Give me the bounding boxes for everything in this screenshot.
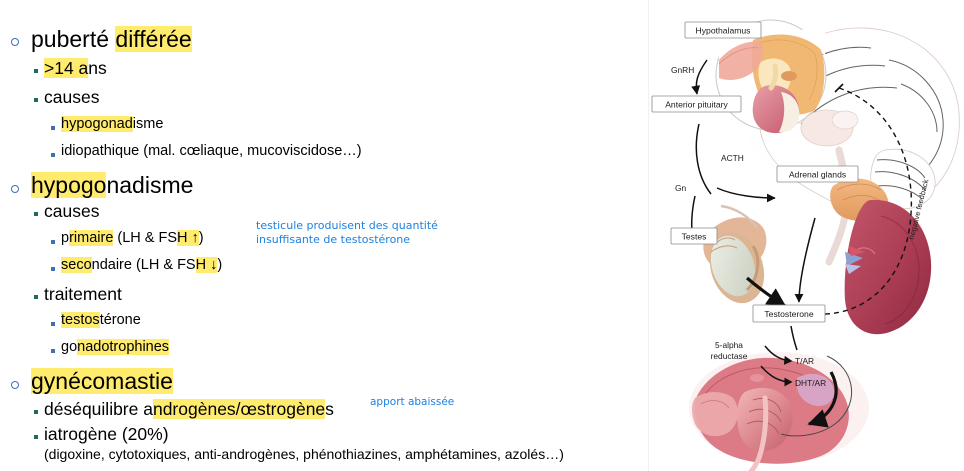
list-item-testosterone: testostérone — [61, 312, 141, 328]
feedback-inhibit-bar — [834, 83, 844, 93]
heading-hypogonadisme: hypogonadisme — [31, 172, 194, 198]
item-desequilibre-tail: s — [325, 399, 334, 419]
outline-content: puberté différée >14 ans causes hypogona… — [11, 26, 564, 462]
list-item-causes-1: causes — [44, 87, 100, 107]
list-item-gonadotrophines: gonadotrophines — [61, 339, 170, 355]
bullet-level3-marker — [51, 153, 55, 157]
bullet-level3-marker — [51, 349, 55, 353]
kidney-adrenal-illustration — [830, 178, 932, 335]
list-item-primaire: primaire (LH & FSH ↑) — [61, 230, 204, 246]
label-t-ar: T/AR — [795, 356, 814, 366]
heading-gynecomastie: gynécomastie — [31, 368, 173, 394]
item-desequilibre-highlight: ndrogènes/œstrogène — [152, 399, 326, 419]
heading-puberte-differee: puberté différée — [31, 26, 192, 52]
item-hypogonad-plain: isme — [132, 116, 164, 132]
list-item-secondaire: secondaire (LH & FSH ↓) — [61, 257, 223, 273]
heading-differee-highlight: différée — [115, 26, 192, 52]
heading-hypogo-highlight: hypogo — [31, 172, 107, 198]
arrow-pituitary-down — [695, 123, 712, 195]
item-hypogonad-highlight: hypogonad — [61, 116, 133, 132]
item-gonadotrophines-highlight: nadotrophines — [77, 339, 170, 355]
hpg-axis-diagram: Hypothalamus GnRH Anterior pituitary ACT… — [648, 0, 964, 471]
label-5alpha-line1: 5-alpha — [715, 340, 743, 350]
item-secondaire-lhfsh: ndaire (LH & FS — [91, 257, 196, 273]
label-testosterone-text: Testosterone — [764, 309, 813, 319]
arrow-testosterone-down — [790, 325, 798, 351]
item-secondaire-arrow-highlight: H ↓ — [195, 257, 218, 273]
arrow-5alpha-dhtar — [760, 365, 793, 387]
list-item-causes-2: causes — [44, 201, 100, 221]
item-14ans-highlight: >14 a — [44, 58, 89, 78]
bullet-level1-marker — [11, 185, 19, 193]
bullet-level3-marker — [51, 126, 55, 130]
bullet-level2-marker — [34, 295, 38, 299]
testis-illustration — [703, 204, 767, 304]
label-testes-text: Testes — [682, 232, 707, 242]
list-item-idiopathique: idiopathique (mal. cœliaque, mucoviscido… — [61, 143, 362, 159]
item-gonadotrophines-go: go — [61, 339, 78, 355]
prostate-illustration — [689, 352, 869, 471]
arrow-5alpha-tar — [764, 345, 793, 365]
item-testosterone-highlight: testos — [61, 312, 100, 328]
diagram-label-adrenal-glands: Adrenal glands — [776, 165, 859, 183]
item-primaire-arrow-highlight: H ↑ — [177, 230, 199, 246]
bullet-level2-marker — [34, 69, 38, 73]
label-gn: Gn — [675, 183, 687, 193]
diagram-label-anterior-pituitary: Anterior pituitary — [651, 95, 742, 113]
item-primaire-highlight: rimaire — [69, 230, 114, 246]
arrow-tar-prostate — [780, 355, 852, 437]
item-14ans-plain: ns — [88, 58, 107, 78]
bullet-level2-marker — [34, 435, 38, 439]
list-item-iatrogene: iatrogène (20%) — [44, 424, 169, 444]
item-desequilibre-plain: déséquilibre a — [44, 399, 153, 419]
item-primaire-close: ) — [198, 230, 204, 246]
label-anterior-pituitary-text: Anterior pituitary — [665, 100, 728, 110]
item-testosterone-plain: térone — [99, 312, 141, 328]
arrow-gnrh — [691, 59, 708, 95]
item-primaire-lhfsh: (LH & FS — [113, 230, 178, 246]
bullet-level3-marker — [51, 322, 55, 326]
list-item-traitement: traitement — [44, 284, 122, 304]
label-adrenal-glands-text: Adrenal glands — [789, 170, 846, 180]
arrow-dht-prostate — [807, 371, 838, 428]
list-item-desequilibre: déséquilibre androgènes/œstrogènes — [44, 399, 334, 419]
label-gnrh: GnRH — [671, 65, 694, 75]
arrow-testis-testosterone — [745, 276, 787, 308]
bullet-level2-marker — [34, 212, 38, 216]
bullet-level2-marker — [34, 410, 38, 414]
diagram-label-hypothalamus: Hypothalamus — [684, 21, 762, 39]
arrow-acth — [716, 187, 776, 203]
item-secondaire-close: ) — [217, 257, 223, 273]
heading-puberte-plain: puberté — [31, 26, 116, 52]
bullet-level1-marker — [11, 381, 19, 389]
drug-list-text: (digoxine, cytotoxiques, anti-androgènes… — [44, 446, 564, 462]
bullet-level3-marker — [51, 267, 55, 271]
item-primaire-p: p — [61, 230, 70, 246]
label-5alpha-line2: reductase — [711, 351, 748, 361]
diagram-label-testes: Testes — [670, 227, 718, 245]
diagram-label-testosterone: Testosterone — [752, 304, 826, 323]
label-acth: ACTH — [721, 153, 744, 163]
list-item-14ans: >14 ans — [44, 58, 107, 78]
arrow-adrenal-testosterone — [794, 217, 816, 303]
item-secondaire-highlight: seco — [61, 257, 92, 273]
heading-gynecomastie-highlight: gynécomastie — [31, 368, 173, 394]
annotation-testicule: testicule produisent des quantité insuff… — [256, 219, 438, 246]
bullet-level3-marker — [51, 240, 55, 244]
bullet-level2-marker — [34, 98, 38, 102]
pituitary-zoom-circle — [715, 19, 827, 134]
heading-nadisme-plain: nadisme — [106, 172, 194, 198]
label-dht-ar: DHT/AR — [795, 378, 826, 388]
list-item-hypogonadisme: hypogonadisme — [61, 116, 164, 132]
annotation-apport: apport abaissée — [370, 396, 455, 408]
label-hypothalamus-text: Hypothalamus — [696, 26, 751, 36]
dashed-negative-feedback — [824, 87, 913, 315]
bullet-level1-marker — [11, 38, 19, 46]
